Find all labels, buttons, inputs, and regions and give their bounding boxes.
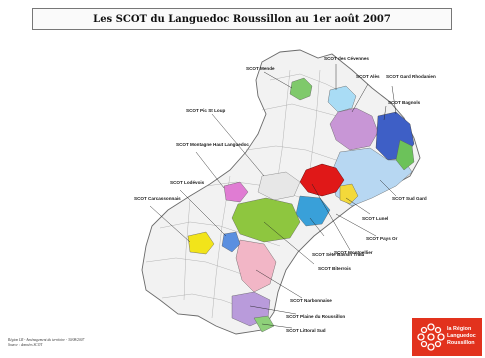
label-narbonnaise: SCOT Narbonnaise (290, 298, 332, 303)
label-mende: SCOT Mende (246, 66, 275, 71)
logo-line-2: Languedoc (447, 333, 476, 339)
scot-lodevois-area (223, 181, 249, 203)
scot-lunel-area (339, 183, 359, 205)
scot-ales-area (329, 107, 379, 151)
scot-biterrois-area (231, 197, 301, 243)
label-gard-rhodanien: SCOT Gard Rhodanien (386, 74, 436, 79)
scot-labels: SCOT Mende SCOT des Cévennes SCOT Alès S… (134, 56, 436, 333)
footer-line-2: Source : données SCOT (8, 343, 43, 347)
region-logo: la Région Languedoc Roussillon (412, 318, 482, 356)
scot-narbonnaise-area (235, 239, 277, 293)
label-ales: SCOT Alès (356, 74, 380, 79)
label-pic-st-loup: SCOT Pic St Loup (186, 108, 225, 113)
logo-line-1: la Région (447, 326, 472, 332)
label-cevennes: SCOT des Cévennes (324, 56, 369, 61)
map-footer: Région LR - Aménagement du territoire - … (8, 338, 84, 348)
scot-mende-area (289, 77, 313, 101)
label-biterrois: SCOT Biterrois (318, 266, 351, 271)
logo-cross-icon (417, 323, 445, 351)
label-sud-gard: SCOT Sud Gard (392, 196, 427, 201)
scot-limoux-area (221, 231, 241, 253)
label-littoral-sud: SCOT Littoral Sud (286, 328, 326, 333)
label-montpellier: SCOT Montpellier (334, 250, 373, 255)
scot-littoral-sud-area (253, 315, 275, 333)
scot-green-east-area (395, 139, 415, 171)
map-title: Les SCOT du Languedoc Roussillon au 1er … (93, 13, 391, 25)
logo-text: la Région Languedoc Roussillon (447, 326, 476, 347)
footer-line-1: Région LR - Aménagement du territoire - … (8, 338, 85, 342)
label-pays-or: SCOT Pays Or (366, 236, 398, 241)
map-title-box: Les SCOT du Languedoc Roussillon au 1er … (32, 8, 452, 30)
scot-montpellier-area (299, 163, 345, 197)
label-thau: SCOT Sète Bassin Thau (312, 252, 365, 257)
scot-carcassonnais-area (187, 231, 215, 255)
logo-line-3: Roussillon (447, 340, 475, 346)
label-bagnols: SCOT Bagnols (388, 100, 421, 105)
scot-cevennes-area (327, 85, 357, 113)
label-plaine-roussillon: SCOT Plaine du Roussillon (286, 314, 345, 319)
label-lunel: SCOT Lunel (362, 216, 388, 221)
label-lodevois: SCOT Lodévois (170, 180, 205, 185)
scot-pic-st-loup-area (257, 171, 301, 201)
label-carcassonnais: SCOT Carcassonnais (134, 196, 181, 201)
label-montagne-haut-languedoc: SCOT Montagne Haut Languedoc (176, 142, 249, 147)
leader-lines (149, 64, 397, 329)
